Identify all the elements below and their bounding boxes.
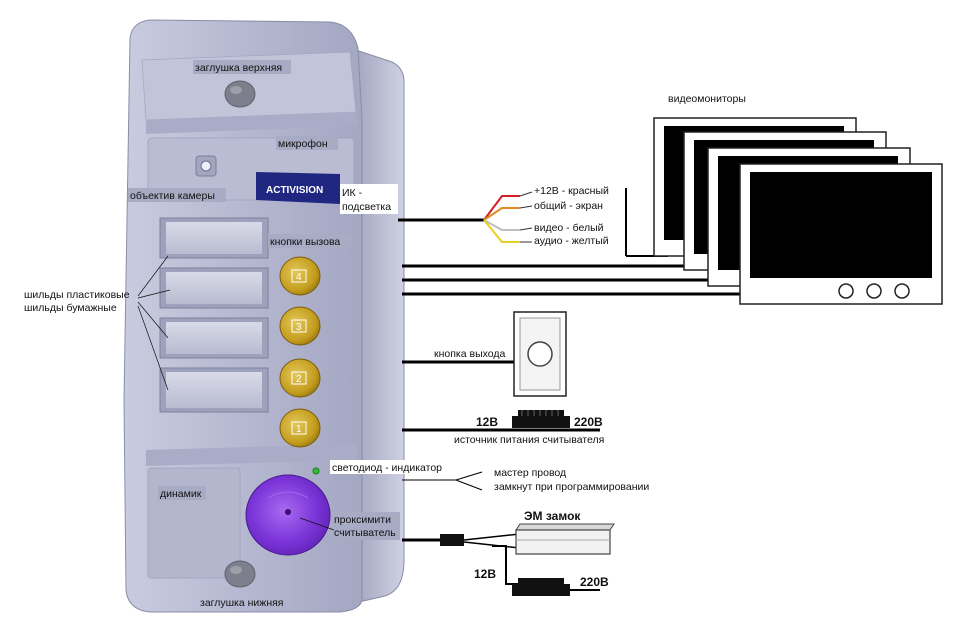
- call-button-4: 4: [279, 256, 321, 296]
- label-top-plug: заглушка верхняя: [195, 62, 282, 74]
- label-master-wire-1: мастер провод: [494, 467, 566, 479]
- svg-text:2: 2: [296, 374, 302, 385]
- camera-lens: [195, 155, 217, 177]
- lock-power-supply: [512, 578, 600, 596]
- monitor-button-icon: [894, 283, 910, 299]
- monitor-button-icon: [838, 283, 854, 299]
- label-led: светодиод - индикатор: [332, 462, 442, 474]
- svg-text:4: 4: [296, 272, 302, 283]
- label-plates-paper: шильды бумажные: [24, 302, 117, 314]
- svg-text:1: 1: [296, 424, 302, 435]
- label-ir-light-2: подсветка: [342, 201, 391, 213]
- wire-label-video: видео - белый: [534, 222, 604, 234]
- bottom-plug: [224, 560, 256, 588]
- label-speaker: динамик: [160, 488, 202, 500]
- label-reader-power-caption: источник питания считывателя: [454, 434, 604, 446]
- proximity-reader: [245, 474, 331, 556]
- call-button-1: 1: [279, 408, 321, 448]
- call-button-3: 3: [279, 306, 321, 346]
- label-monitors: видеомониторы: [668, 93, 746, 105]
- label-camera-lens: объектив камеры: [130, 190, 215, 202]
- wire-label-audio: аудио - желтый: [534, 235, 609, 247]
- label-lock-12v: 12В: [474, 567, 496, 581]
- reader-power-supply: [512, 410, 570, 428]
- led-indicator: [312, 467, 320, 475]
- svg-text:3: 3: [296, 322, 302, 333]
- label-call-buttons: кнопки вызова: [270, 236, 340, 248]
- label-bottom-plug: заглушка нижняя: [200, 597, 284, 609]
- main-cable: [398, 191, 533, 243]
- label-ir-light-1: ИК -: [342, 187, 363, 199]
- monitor-cables: [402, 264, 742, 296]
- label-microphone: микрофон: [278, 138, 328, 150]
- lock-cable: [402, 533, 521, 585]
- brand-logo: ACTIVISION: [256, 172, 340, 204]
- exit-button-device: [513, 311, 567, 397]
- video-monitor-4: [739, 163, 943, 305]
- em-lock: [515, 523, 615, 555]
- label-em-lock: ЭМ замок: [524, 509, 581, 523]
- call-button-2: 2: [279, 358, 321, 398]
- label-reader-220v: 220В: [574, 415, 603, 429]
- label-plates-plastic: шильды пластиковые: [24, 289, 130, 301]
- label-lock-220v: 220В: [580, 575, 609, 589]
- name-plates: [159, 217, 269, 413]
- label-exit-button: кнопка выхода: [434, 348, 505, 360]
- wire-label-power: +12В - красный: [534, 185, 609, 197]
- label-proximity-1: проксимити: [334, 514, 391, 526]
- brand-logo-text: ACTIVISION: [266, 185, 323, 196]
- label-reader-12v: 12В: [476, 415, 498, 429]
- top-plug: [224, 80, 256, 108]
- wire-label-common: общий - экран: [534, 200, 603, 212]
- master-wire: [402, 471, 483, 491]
- monitor-button-icon: [866, 283, 882, 299]
- label-proximity-2: считыватель: [334, 527, 396, 539]
- label-master-wire-2: замкнут при программировании: [494, 481, 649, 493]
